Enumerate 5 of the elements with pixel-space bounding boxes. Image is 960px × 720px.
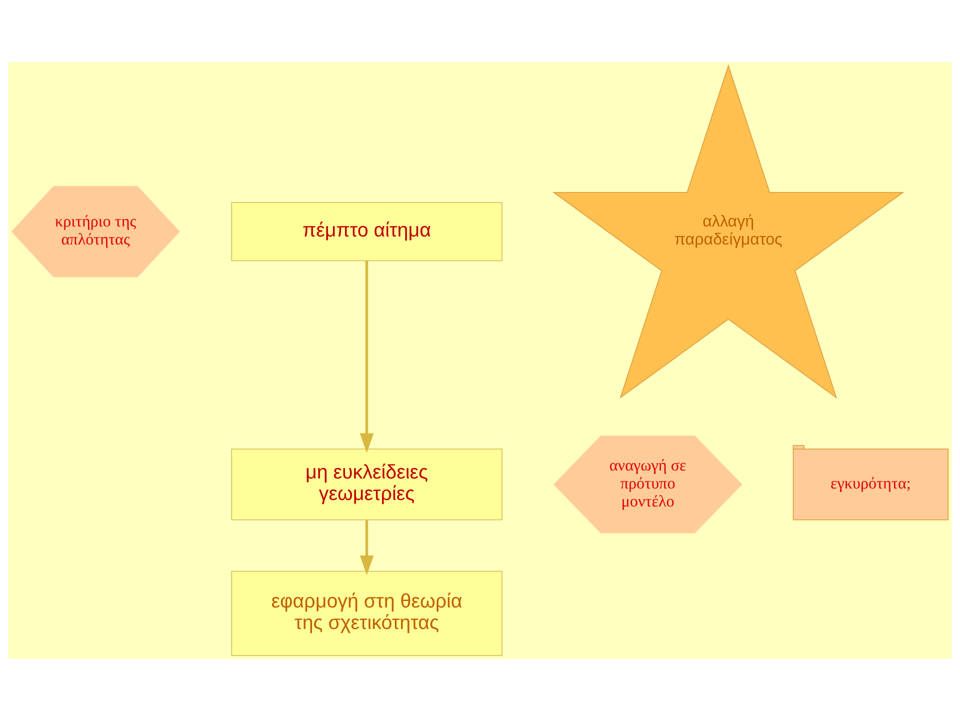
node-box: πέμπτο αίτημα: [231, 202, 502, 261]
arrow: [360, 260, 374, 453]
node-box: εφαρμογή στη θεωρία της σχετικότητας: [231, 570, 502, 656]
arrow: [360, 520, 374, 575]
node-box: μη ευκλείδειες γεωμετρίες: [231, 448, 502, 520]
